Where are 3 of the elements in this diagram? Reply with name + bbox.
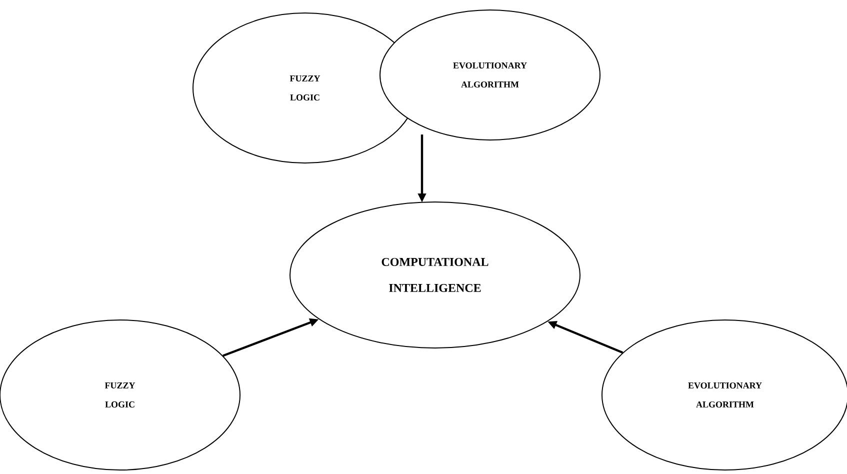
ellipse-node: FUZZY LOGIC — [192, 12, 418, 164]
ellipse-node: COMPUTATIONAL INTELLIGENCE — [290, 202, 580, 348]
ellipse-node: EVOLUTIONARY ALGORITHM — [380, 10, 600, 140]
